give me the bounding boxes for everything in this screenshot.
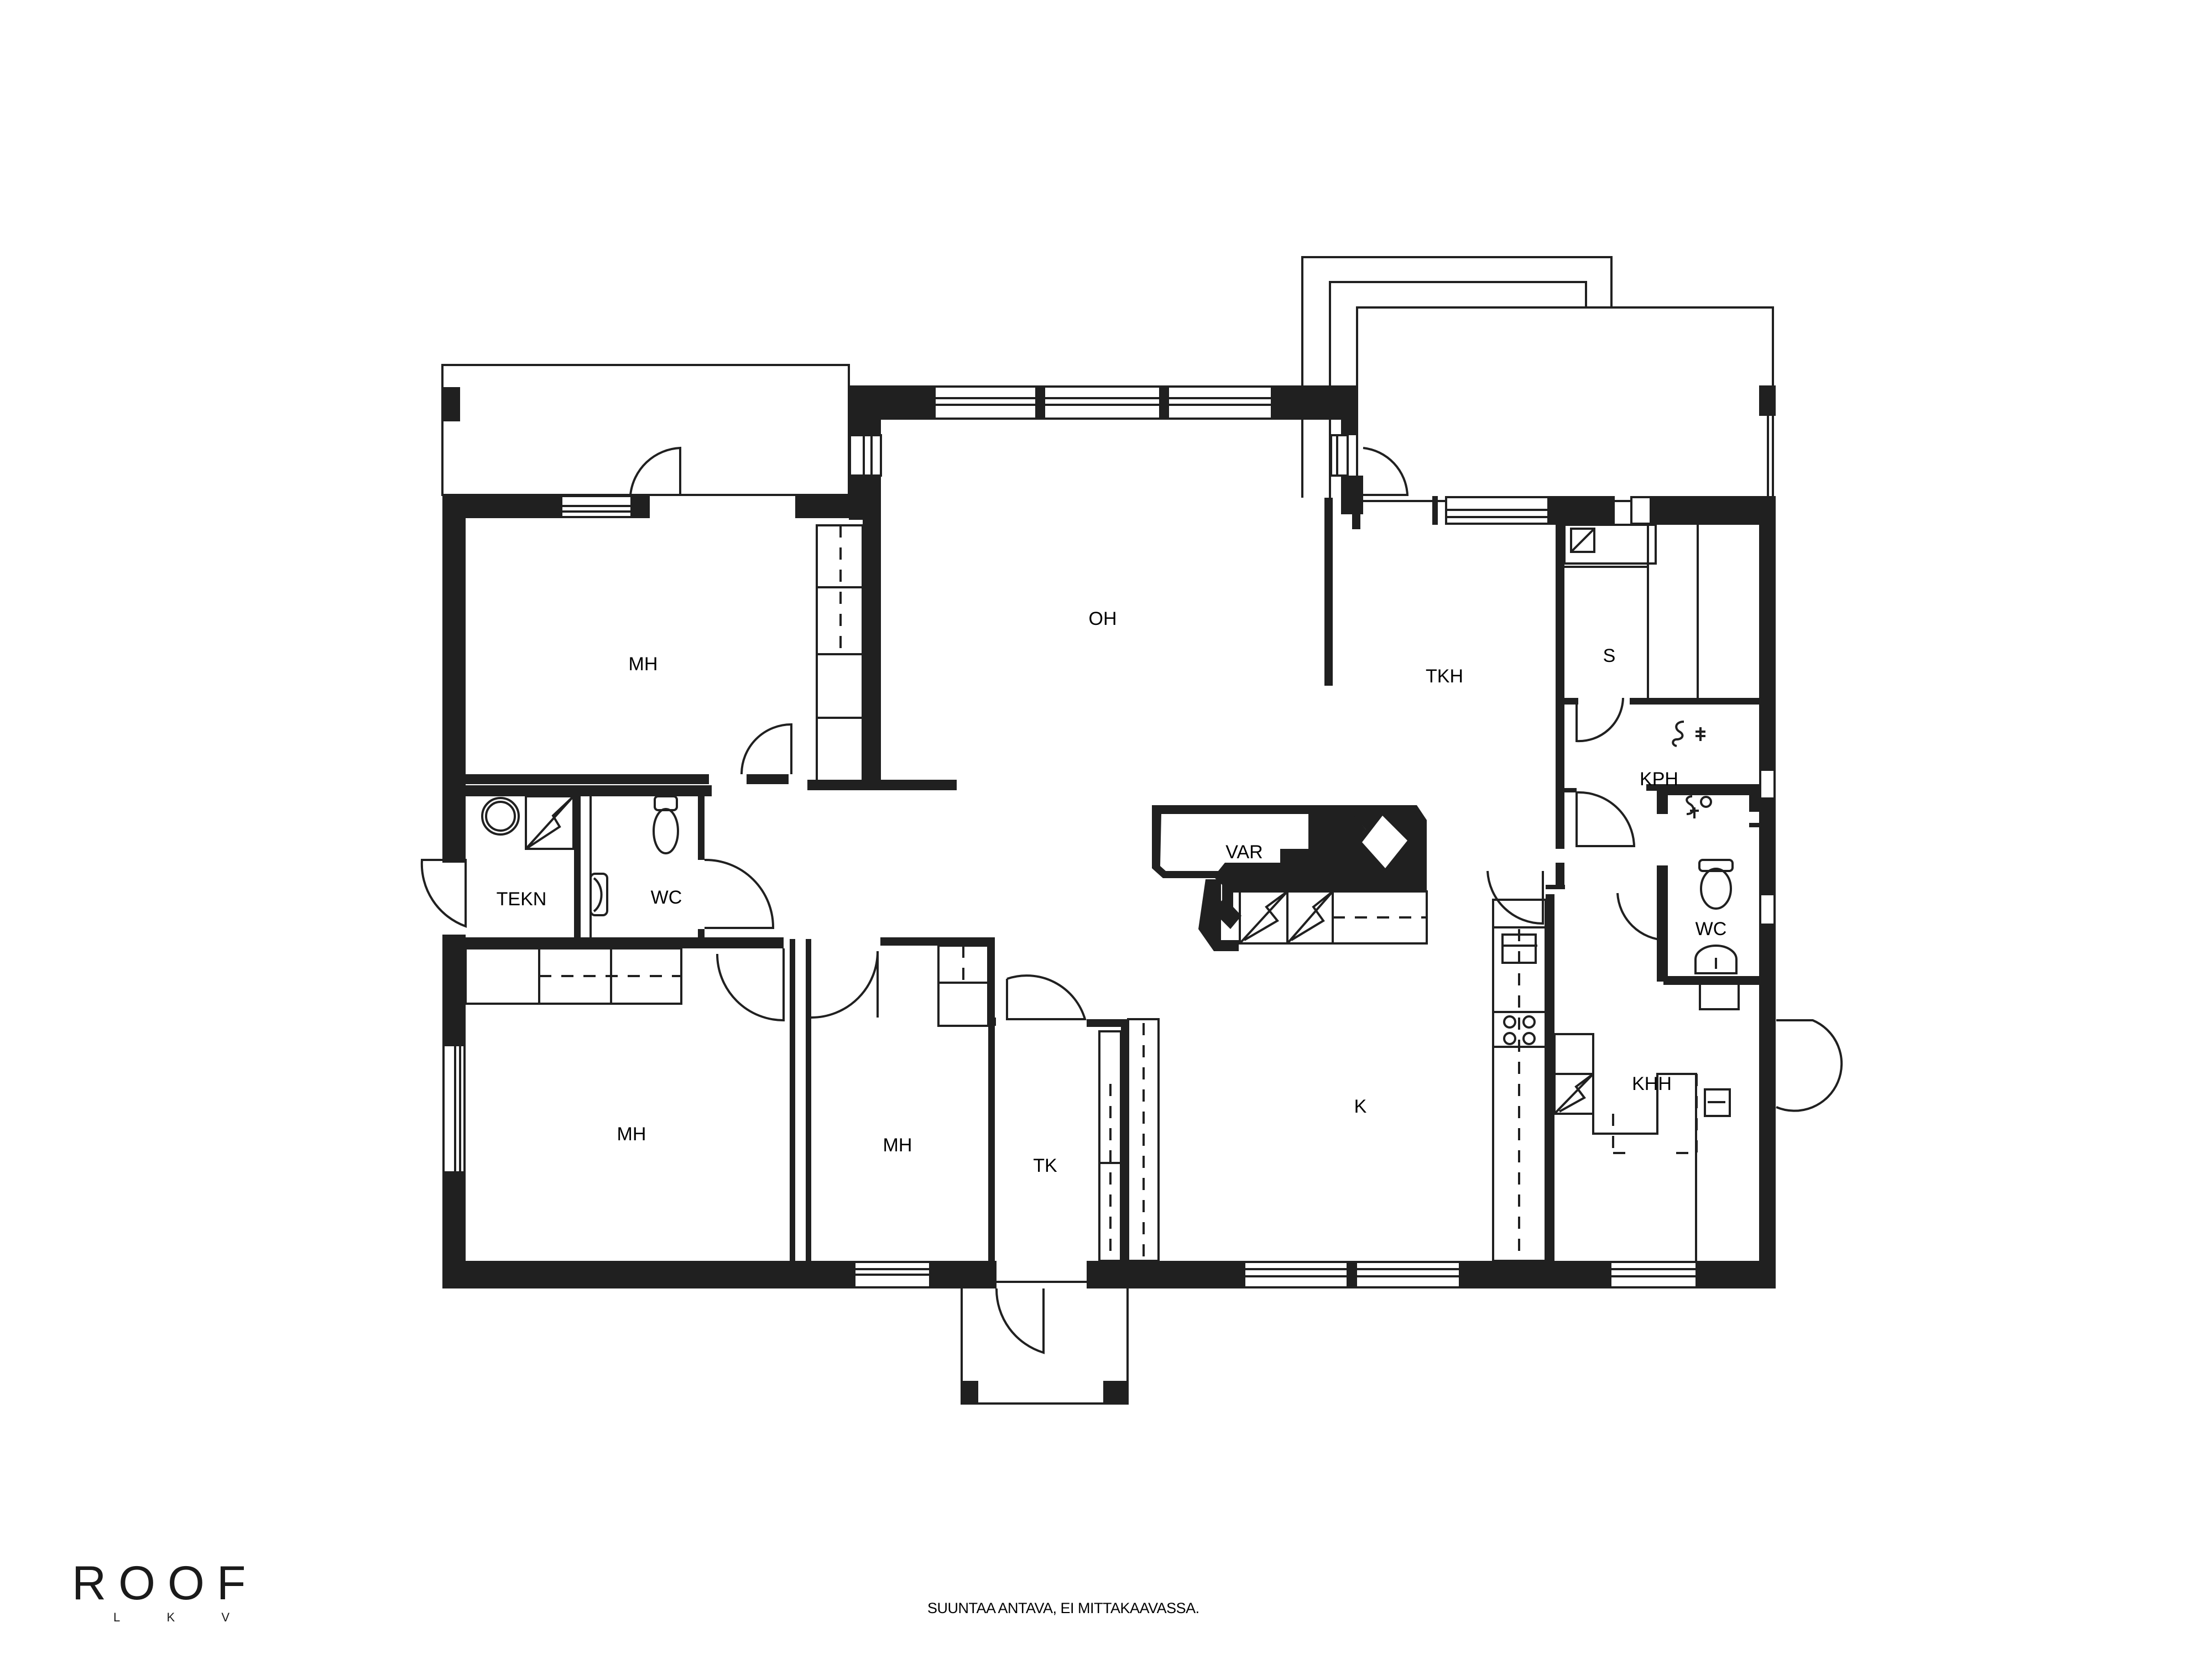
room-label-kph: KPH <box>1640 769 1678 790</box>
fixtures <box>465 524 1740 1262</box>
room-label-var: VAR <box>1225 842 1262 863</box>
logo-sub-letter: K <box>166 1610 175 1624</box>
room-label-mh-mid: MH <box>883 1135 912 1156</box>
windows <box>442 385 1776 1288</box>
room-label-tekn: TEKN <box>497 889 547 910</box>
room-label-s: S <box>1603 645 1616 666</box>
logo-main-text: ROOF <box>72 1557 258 1610</box>
walls <box>442 385 1776 1403</box>
room-label-wc-right: WC <box>1695 919 1727 940</box>
room-label-tk: TK <box>1033 1155 1057 1176</box>
room-label-oh: OH <box>1089 608 1117 629</box>
room-labels: MH OH TKH S KPH WC TEKN WC VAR K KHH MH … <box>497 608 1727 1176</box>
logo-sub-letter: L <box>113 1610 121 1624</box>
room-label-tkh: TKH <box>1426 666 1463 687</box>
scale-disclaimer: SUUNTAA ANTAVA, EI MITTAKAAVASSA. <box>927 1600 1199 1616</box>
room-label-mh-top: MH <box>629 654 658 675</box>
logo-sub-text: L K V <box>113 1610 229 1625</box>
roof-lkv-logo: ROOF L K V <box>72 1559 282 1625</box>
room-label-k: K <box>1354 1096 1367 1117</box>
logo-sub-letter: V <box>221 1610 229 1624</box>
room-label-khh: KHH <box>1632 1073 1672 1094</box>
terrace-outlines <box>441 256 1774 1405</box>
room-label-wc-left: WC <box>651 887 682 908</box>
room-label-mh-left: MH <box>617 1124 646 1145</box>
doors <box>420 446 1843 1354</box>
